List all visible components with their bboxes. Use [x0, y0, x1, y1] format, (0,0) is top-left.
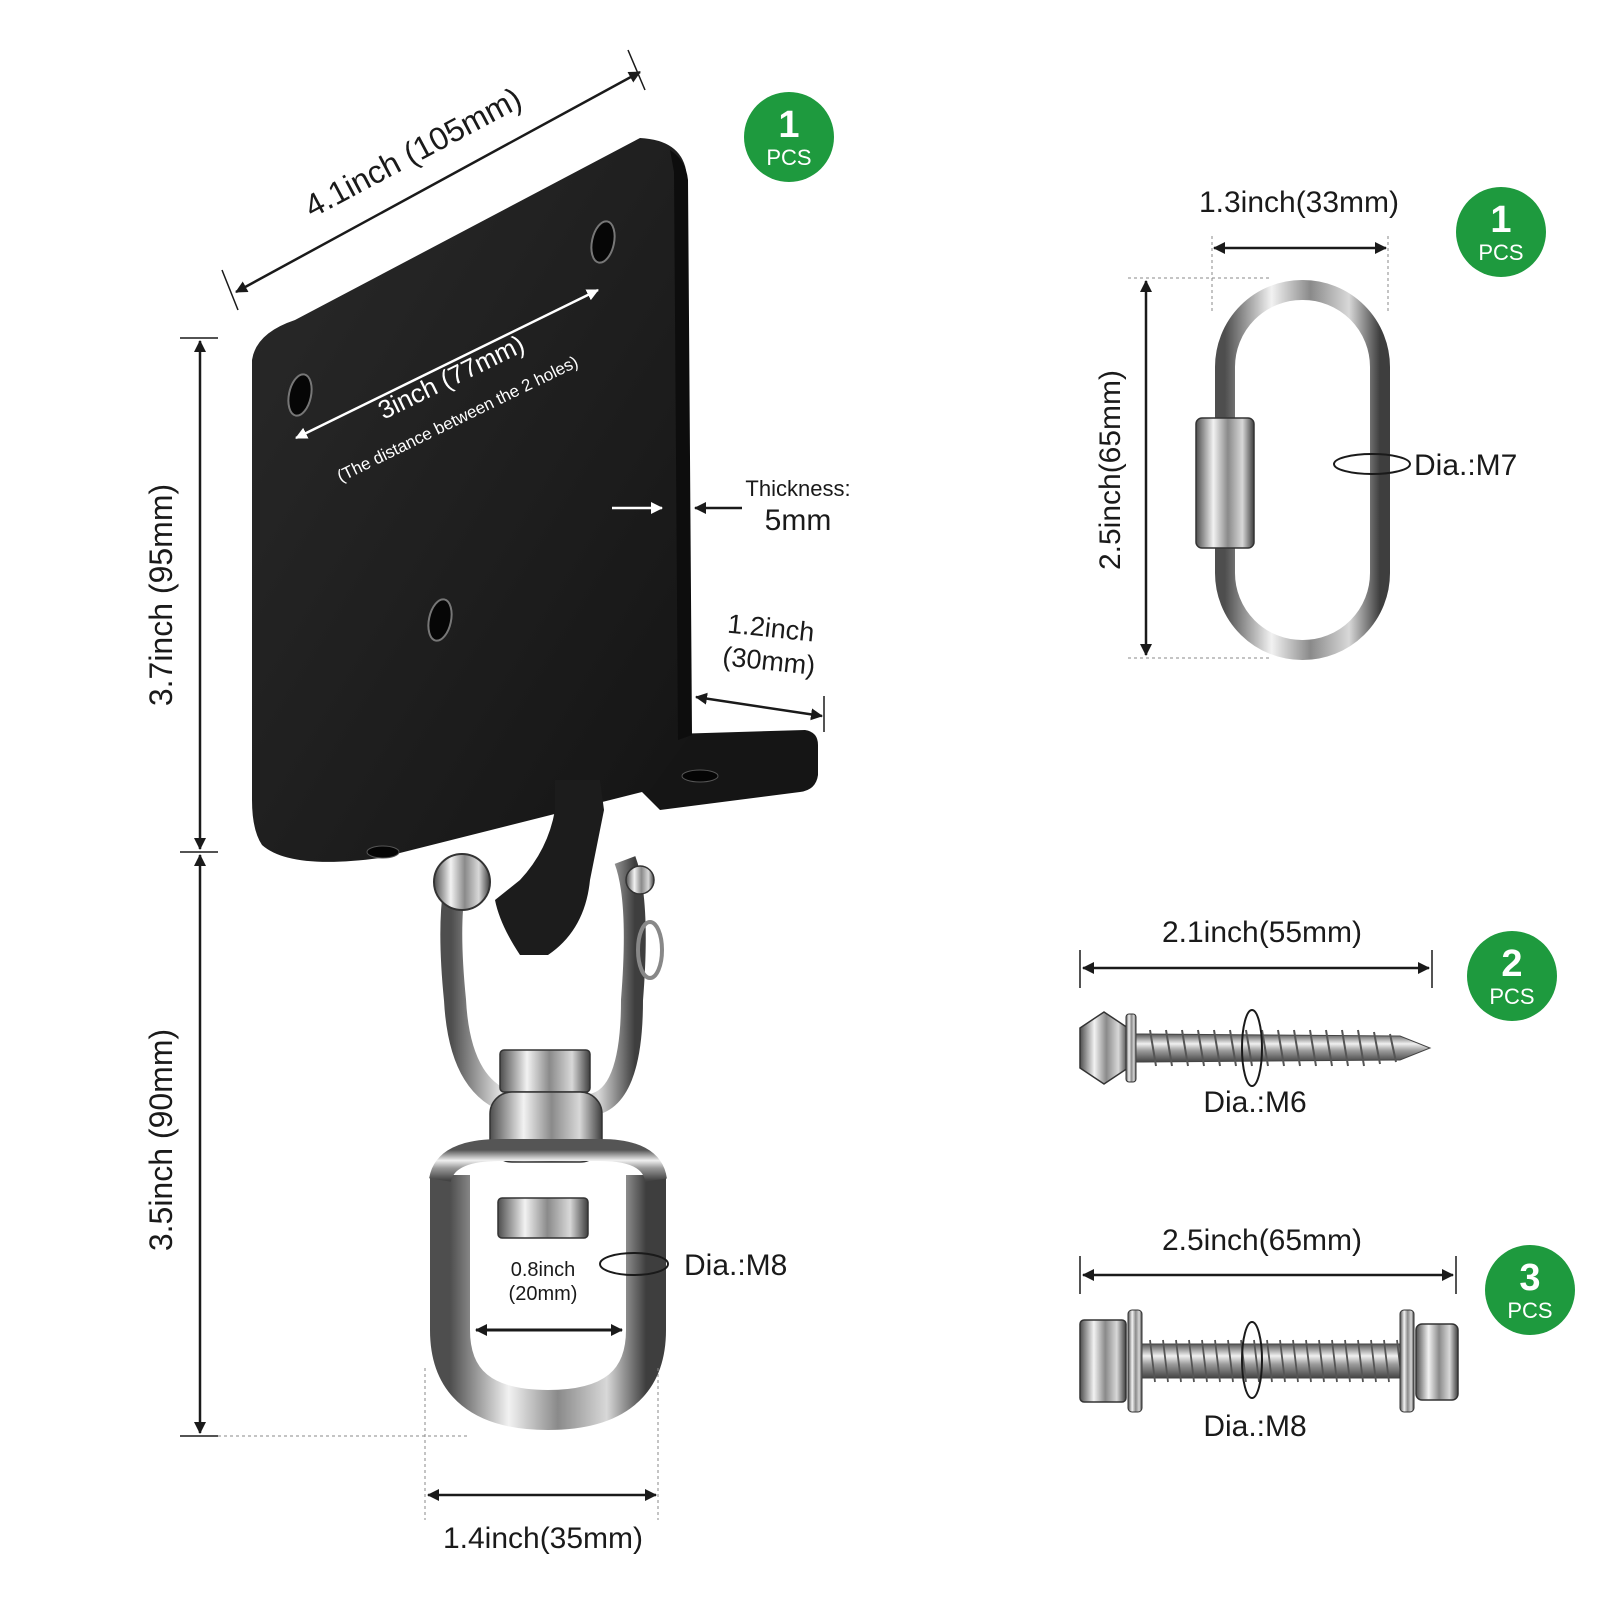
shackle-split-ring — [636, 920, 664, 980]
bolt-threads — [1149, 1339, 1403, 1383]
quick-link: Dia.:M7 1.3inch(33mm) 2.5inch(65mm) 1 PC… — [1094, 186, 1546, 660]
bolt-shank — [1141, 1343, 1411, 1379]
thickness-value: 5mm — [765, 504, 832, 537]
bolt-washer-right — [1399, 1309, 1415, 1413]
plate-edge — [670, 150, 692, 740]
bolt-qty-unit: PCS — [1507, 1298, 1552, 1323]
bolt-length-label: 2.5inch(65mm) — [1162, 1224, 1362, 1257]
flange-dim-arrow — [695, 692, 823, 721]
ring-width-label: 1.4inch(35mm) — [443, 1522, 643, 1555]
swivel-mount-block — [495, 780, 604, 955]
bolt-washer-left — [1127, 1309, 1143, 1413]
flange-label-line2: (30mm) — [721, 641, 817, 681]
swivel-height-label: 3.5inch (90mm) — [143, 1029, 179, 1251]
lag-screw-qty-badge: 2 PCS — [1467, 931, 1557, 1021]
hole-distance-arrow — [295, 288, 599, 440]
quick-link-dia-marker — [1333, 453, 1411, 475]
quick-link-nut — [1195, 417, 1255, 549]
width-dim-arrow — [235, 70, 641, 294]
lag-screw-qty-unit: PCS — [1489, 984, 1534, 1009]
ring-inner-line2: (20mm) — [509, 1283, 578, 1305]
quick-link-qty-unit: PCS — [1478, 240, 1523, 265]
lag-screw-shank — [1135, 1033, 1432, 1063]
lag-screw: Dia.:M6 2.1inch(55mm) 2 PCS — [1079, 916, 1557, 1119]
width-dim-tick-left — [221, 269, 239, 311]
shackle-pin-head — [433, 853, 491, 911]
quick-link-qty-count: 1 — [1490, 199, 1511, 241]
lag-screw-threads — [1149, 1029, 1397, 1067]
swivel-eye-ring — [430, 1175, 666, 1431]
plate-hole-center — [427, 598, 453, 642]
lag-screw-flange — [1125, 1013, 1137, 1083]
swivel-top-nut — [499, 1049, 591, 1093]
bolt-dia-label: Dia.:M8 — [1203, 1410, 1306, 1443]
bolt-dia-marker — [1241, 1321, 1263, 1399]
bolt-head — [1079, 1319, 1127, 1403]
bracket-qty-count: 1 — [778, 104, 799, 146]
bolt-set: Dia.:M8 2.5inch(65mm) 3 PCS — [1079, 1224, 1575, 1443]
lag-screw-qty-count: 2 — [1501, 943, 1522, 985]
ring-inner-line1: 0.8inch — [511, 1259, 576, 1281]
quick-link-dia-label: Dia.:M7 — [1414, 449, 1517, 482]
width-dim-tick-right — [627, 49, 646, 91]
ring-dia-marker — [599, 1252, 669, 1276]
eye-ring-top — [429, 1139, 667, 1183]
lag-screw-length-label: 2.1inch(55mm) — [1162, 916, 1362, 949]
bracket-qty-unit: PCS — [766, 145, 811, 170]
quick-link-qty-badge: 1 PCS — [1456, 187, 1546, 277]
lag-screw-dia-label: Dia.:M6 — [1203, 1086, 1306, 1119]
bolt-qty-count: 3 — [1519, 1257, 1540, 1299]
lag-screw-head — [1079, 1011, 1129, 1085]
flange-hole — [681, 769, 719, 783]
lag-screw-dia-marker — [1241, 1009, 1263, 1087]
swivel-inner-nut — [497, 1197, 589, 1239]
plate-height-label: 3.7inch (95mm) — [143, 484, 179, 706]
quick-link-width-label: 1.3inch(33mm) — [1199, 186, 1399, 219]
bolt-qty-badge: 3 PCS — [1485, 1245, 1575, 1335]
bracket-flange — [640, 730, 818, 810]
ring-dia-label: Dia.:M8 — [684, 1249, 787, 1282]
flange-label-line1: 1.2inch — [726, 609, 816, 648]
bracket-qty-badge: 1 PCS — [744, 92, 834, 182]
thickness-label: Thickness: — [745, 476, 850, 501]
ceiling-bracket: 3inch (77mm) (The distance between the 2… — [143, 49, 851, 1555]
shackle-pin-end — [625, 865, 655, 895]
plate-hole-bottom — [366, 845, 400, 859]
bolt-nut — [1415, 1323, 1459, 1401]
quick-link-height-label: 2.5inch(65mm) — [1094, 370, 1127, 570]
